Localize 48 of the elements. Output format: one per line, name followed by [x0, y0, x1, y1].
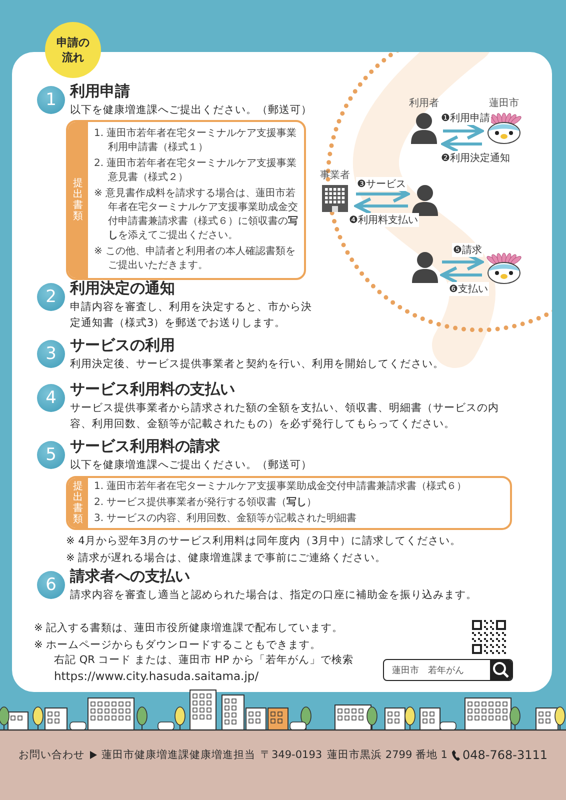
- list-item: 2. サービス提供事業者が発行する領収書（写し）: [94, 496, 318, 510]
- document-list-box: [66, 120, 306, 280]
- note: ※ ホームページからもダウンロードすることもできます。: [34, 638, 322, 653]
- arrow: [440, 266, 482, 284]
- edge-label: ❹利用料支払い: [348, 213, 419, 227]
- postal-code: 〒349-0193: [260, 748, 322, 762]
- address-text: 蓮田市黒浜 2799 番地 1: [327, 748, 448, 762]
- edge-label: ❶利用申請: [440, 111, 491, 125]
- note: 右記 QR コード または、蓮田市 HP から「若年がん」で検索: [54, 653, 354, 668]
- note: ※ 記入する書類は、蓮田市役所健康増進課で配布しています。: [34, 621, 344, 636]
- step-description: サービス提供事業者から請求された額の全額を支払い、領収書、明細書（サービスの内容、利用回数、金額等が記載されたもの）を必ず発行してもらってください。: [70, 401, 500, 432]
- step-heading: サービス利用料の支払い: [70, 380, 235, 399]
- step-description: 申請内容を審査し、利用を決定すると、市から決定通知書（様式3）を郵送でお送りします。: [70, 300, 313, 331]
- list-item: 2. 蓮田市若年者在宅ターミナルケア支援事業意見書（様式２）: [94, 157, 298, 185]
- vertical-label: 提出書類: [68, 122, 88, 278]
- url-text: https://www.city.hasuda.saitama.jp/: [54, 668, 259, 684]
- list-item: ※ この他、申請者と利用者の本人確認書類をご提出いただきます。: [94, 245, 297, 273]
- vertical-label: 提出書類: [68, 478, 88, 528]
- arrow: [441, 135, 482, 153]
- list-item: 3. サービスの内容、利用回数、金額等が記載された明細書: [94, 512, 358, 526]
- step-heading: 利用申請: [70, 82, 130, 101]
- note: ※ 4月から翌年3月のサービス利用料は同年度内（3月中）に請求してください。: [66, 534, 462, 549]
- step-heading: 請求者への支払い: [70, 567, 190, 586]
- arrow: [354, 197, 408, 215]
- edge-label: ❺請求: [452, 243, 483, 257]
- list-item: 1. 蓮田市若年者在宅ターミナルケア支援事業利用申請書（様式１）: [94, 127, 298, 155]
- step-heading: サービスの利用: [70, 336, 175, 355]
- edge-label: ❸サービス: [356, 177, 407, 191]
- note: ※ 請求が遅れる場合は、健康増進課まで事前にご連絡ください。: [66, 551, 386, 566]
- document-list-box: [66, 476, 512, 530]
- list-item: 1. 蓮田市若年者在宅ターミナルケア支援事業助成金交付申請書兼請求書（様式６）: [94, 480, 468, 494]
- role-label: 蓮田市: [488, 96, 520, 110]
- step-heading: 利用決定の通知: [70, 279, 175, 298]
- contact-label: お問い合わせ: [18, 748, 84, 762]
- role-label: 利用者: [408, 96, 440, 110]
- step-description: 請求内容を審査し適当と認められた場合は、指定の口座に補助金を振り込みます。: [70, 588, 478, 603]
- list-item: ※ 意見書作成料を請求する場合は、蓮田市若年者在宅ターミナルケア支援事業助成金交付申請書兼請求書（様式６）に領収書の写しを添えてご提出ください。: [94, 187, 298, 243]
- role-label: 事業者: [319, 168, 351, 182]
- step-description: 以下を健康増進課へご提出ください。（郵送可）: [70, 458, 313, 473]
- department-name: 蓮田市健康増進課健康増進担当: [102, 748, 256, 762]
- edge-label: ❷利用決定通知: [440, 151, 511, 165]
- step-description: 利用決定後、サービス提供事業者と契約を行い、利用を開始してください。: [70, 357, 445, 372]
- phone-number: 048-768-3111: [462, 748, 548, 762]
- flow-badge: 申請の流れ: [45, 22, 101, 78]
- step-description: 以下を健康増進課へご提出ください。（郵送可）: [70, 103, 313, 118]
- search-field: 蓮田市 若年がん: [383, 659, 513, 681]
- edge-label: ❻支払い: [448, 282, 489, 296]
- step-heading: サービス利用料の請求: [70, 437, 220, 456]
